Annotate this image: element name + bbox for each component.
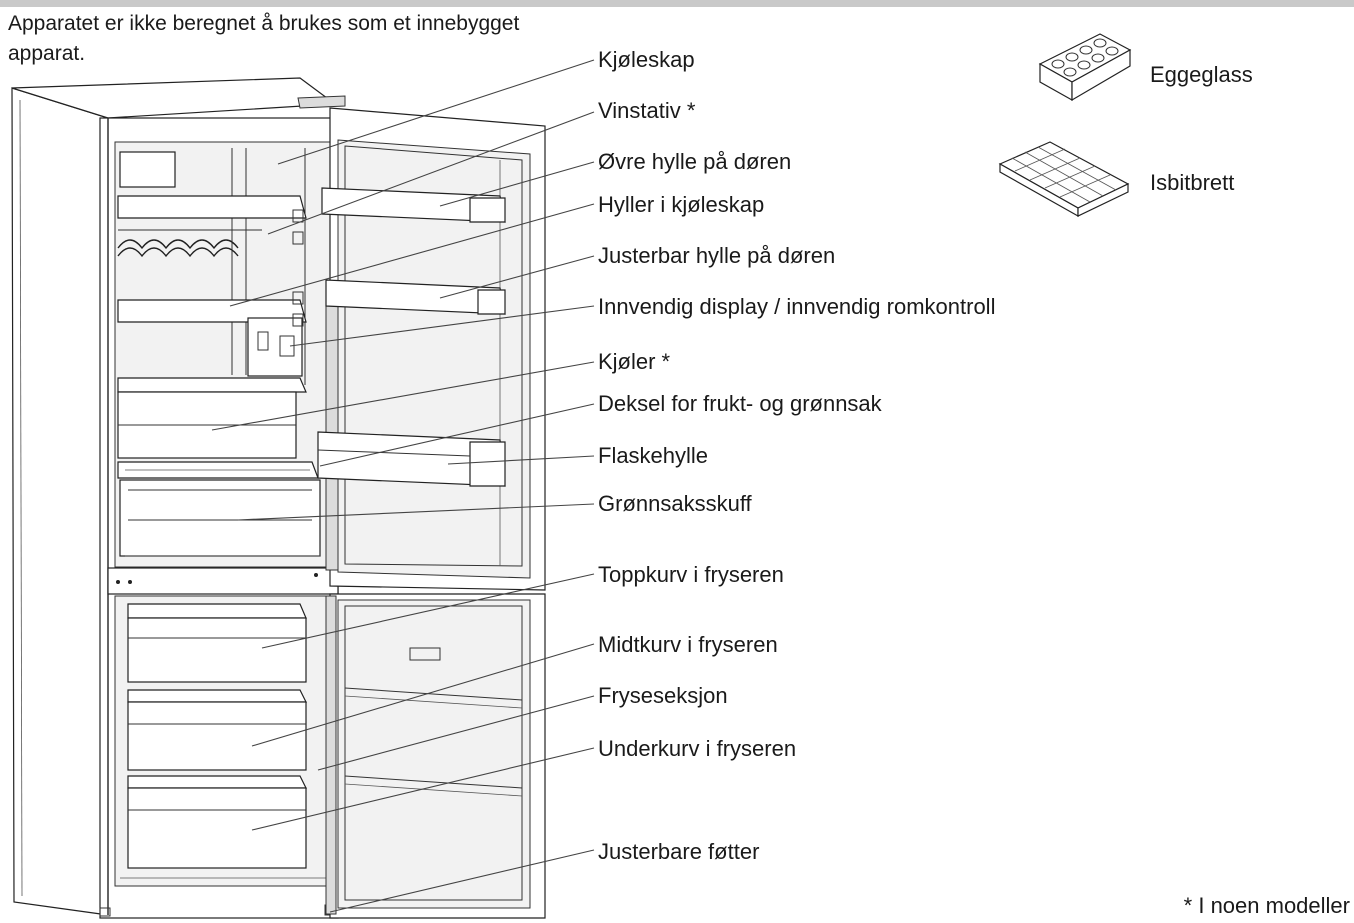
leader-freezer-section: [317, 695, 595, 771]
label-internal-display: Innvendig display / innvendig romkontrol…: [598, 294, 995, 319]
label-adjustable-feet: Justerbare føtter: [598, 839, 759, 864]
label-egg-tray: Eggeglass: [1150, 62, 1253, 87]
leader-lines: [211, 59, 595, 913]
component-labels: Kjøleskap Vinstativ * Øvre hylle på døre…: [598, 47, 995, 864]
label-adjustable-door-shelf: Justerbar hylle på døren: [598, 243, 835, 268]
label-fridge-shelves: Hyller i kjøleskap: [598, 192, 764, 217]
leader-upper-door-shelf: [439, 161, 595, 207]
leader-freezer-top-basket: [261, 573, 595, 649]
ice-cube-tray-icon: [998, 141, 1130, 218]
leader-adjustable-door-shelf: [439, 255, 595, 299]
label-chiller: Kjøler *: [598, 349, 671, 374]
label-crisper-drawer: Grønnsaksskuff: [598, 491, 753, 516]
footnote: * I noen modeller: [1183, 893, 1350, 918]
accessories: Eggeglass Isbitbrett: [998, 33, 1253, 218]
top-separator-bar: [0, 0, 1354, 7]
label-ice-tray: Isbitbrett: [1150, 170, 1234, 195]
label-freezer-bottom-basket: Underkurv i fryseren: [598, 736, 796, 761]
label-freezer-section: Fryseseksjon: [598, 683, 728, 708]
label-wine-rack: Vinstativ *: [598, 98, 696, 123]
label-freezer-top-basket: Toppkurv i fryseren: [598, 562, 784, 587]
intro-note: Apparatet er ikke beregnet å brukes som …: [8, 12, 520, 65]
leader-adjustable-feet: [329, 849, 595, 913]
egg-tray-icon: [1038, 33, 1132, 102]
leader-fridge-compartment: [277, 59, 595, 165]
label-freezer-middle-basket: Midtkurv i fryseren: [598, 632, 778, 657]
leader-chiller: [211, 361, 595, 431]
leader-bottle-shelf: [447, 455, 595, 465]
fridge-illustration: [11, 77, 546, 919]
label-crisper-cover: Deksel for frukt- og grønnsak: [598, 391, 883, 416]
label-bottle-shelf: Flaskehylle: [598, 443, 708, 468]
leader-freezer-middle-basket: [251, 643, 595, 747]
leader-fridge-shelves: [229, 203, 595, 307]
label-upper-door-shelf: Øvre hylle på døren: [598, 149, 791, 174]
leader-crisper-cover: [319, 403, 595, 467]
leader-internal-display: [289, 305, 595, 347]
label-fridge-compartment: Kjøleskap: [598, 47, 695, 72]
leader-wine-rack: [267, 111, 595, 235]
leader-crisper-drawer: [237, 503, 595, 521]
leader-freezer-bottom-basket: [251, 747, 595, 831]
